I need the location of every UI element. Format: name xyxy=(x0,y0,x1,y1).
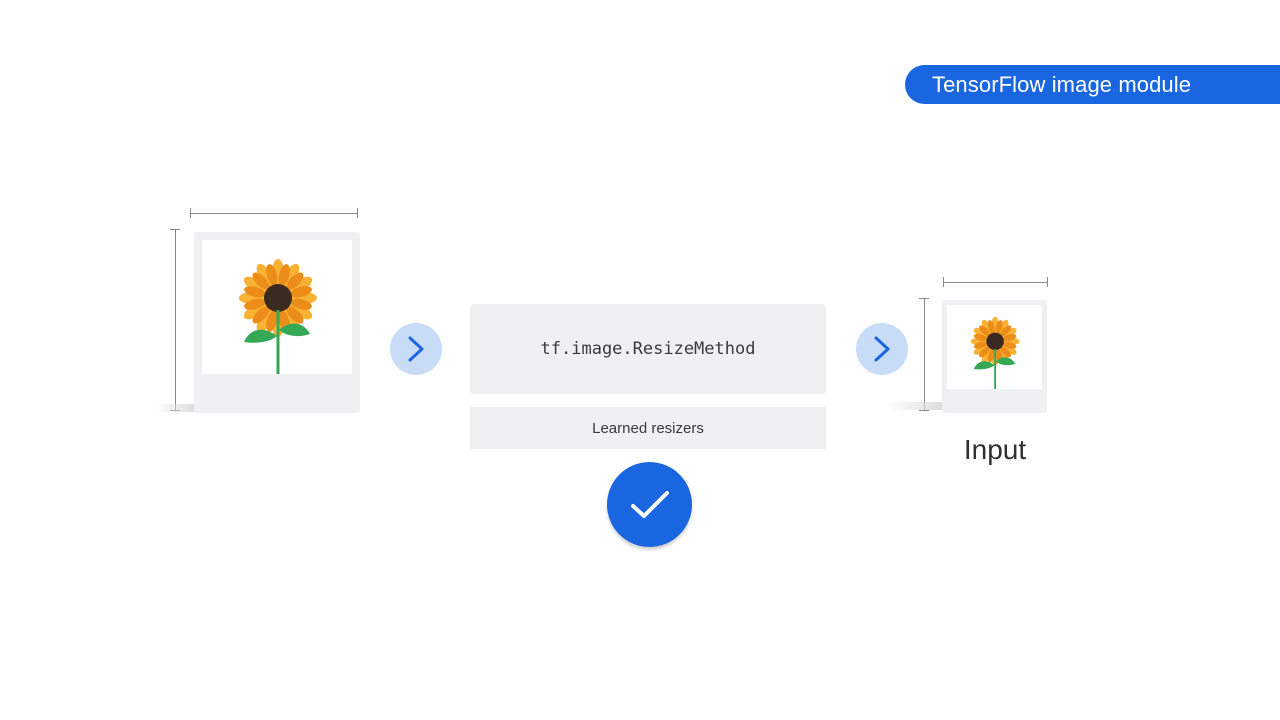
learned-resizers-box: Learned resizers xyxy=(470,407,826,449)
small-image xyxy=(947,305,1042,389)
width-dimension-line xyxy=(190,213,358,214)
output-label: Input xyxy=(963,434,1027,465)
frame-shadow xyxy=(155,404,195,412)
chevron-right-icon xyxy=(408,336,424,362)
width-dimension-tick xyxy=(357,208,358,218)
step-arrow xyxy=(390,323,442,375)
height-dimension-tick xyxy=(919,298,929,299)
height-dimension-line xyxy=(924,298,925,411)
large-image-frame xyxy=(194,232,360,413)
learned-resizers-label: Learned resizers xyxy=(592,419,704,437)
chevron-right-icon xyxy=(874,336,890,362)
sunflower-icon xyxy=(970,316,1020,389)
height-dimension-tick xyxy=(919,410,929,411)
width-dimension-tick xyxy=(190,208,191,218)
large-image xyxy=(202,240,352,374)
resize-method-box: tf.image.ResizeMethod xyxy=(470,304,826,394)
width-dimension-tick xyxy=(1047,277,1048,287)
sunflower-icon xyxy=(239,259,317,374)
module-badge: TensorFlow image module xyxy=(905,65,1280,104)
width-dimension-tick xyxy=(943,277,944,287)
small-image-frame xyxy=(942,300,1047,413)
step-arrow xyxy=(856,323,908,375)
height-dimension-tick xyxy=(170,229,180,230)
module-badge-label: TensorFlow image module xyxy=(932,71,1192,97)
selected-check-badge xyxy=(607,462,692,547)
height-dimension-line xyxy=(175,229,176,411)
check-icon xyxy=(630,490,669,518)
frame-shadow xyxy=(888,402,943,410)
width-dimension-line xyxy=(943,282,1048,283)
resize-method-label: tf.image.ResizeMethod xyxy=(540,339,756,359)
